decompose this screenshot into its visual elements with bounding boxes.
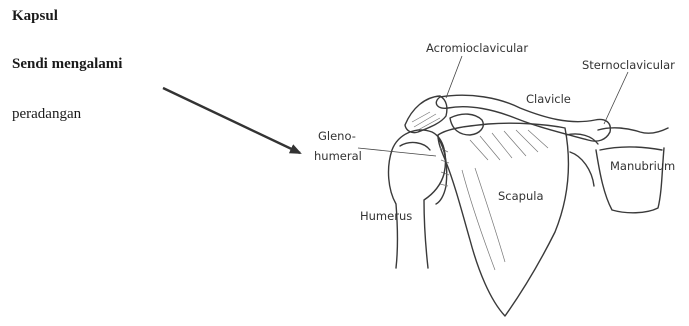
first-rib	[566, 134, 598, 186]
scapula-bone	[438, 123, 568, 316]
label-gleno: Gleno-	[318, 129, 356, 143]
pointer-arrow	[163, 88, 300, 153]
label-humeral: humeral	[314, 149, 362, 163]
leader-sternoclavicular	[604, 72, 628, 124]
label-sternoclavicular: Sternoclavicular	[582, 58, 675, 72]
leader-acromioclavicular	[446, 56, 462, 98]
leader-glenohumeral	[358, 148, 436, 156]
label-scapula: Scapula	[498, 189, 544, 203]
label-acromioclavicular: Acromioclavicular	[426, 41, 528, 55]
label-clavicle: Clavicle	[526, 92, 571, 106]
label-manubrium: Manubrium	[610, 159, 675, 173]
label-humerus: Humerus	[360, 209, 412, 223]
humerus-bone	[389, 130, 446, 268]
